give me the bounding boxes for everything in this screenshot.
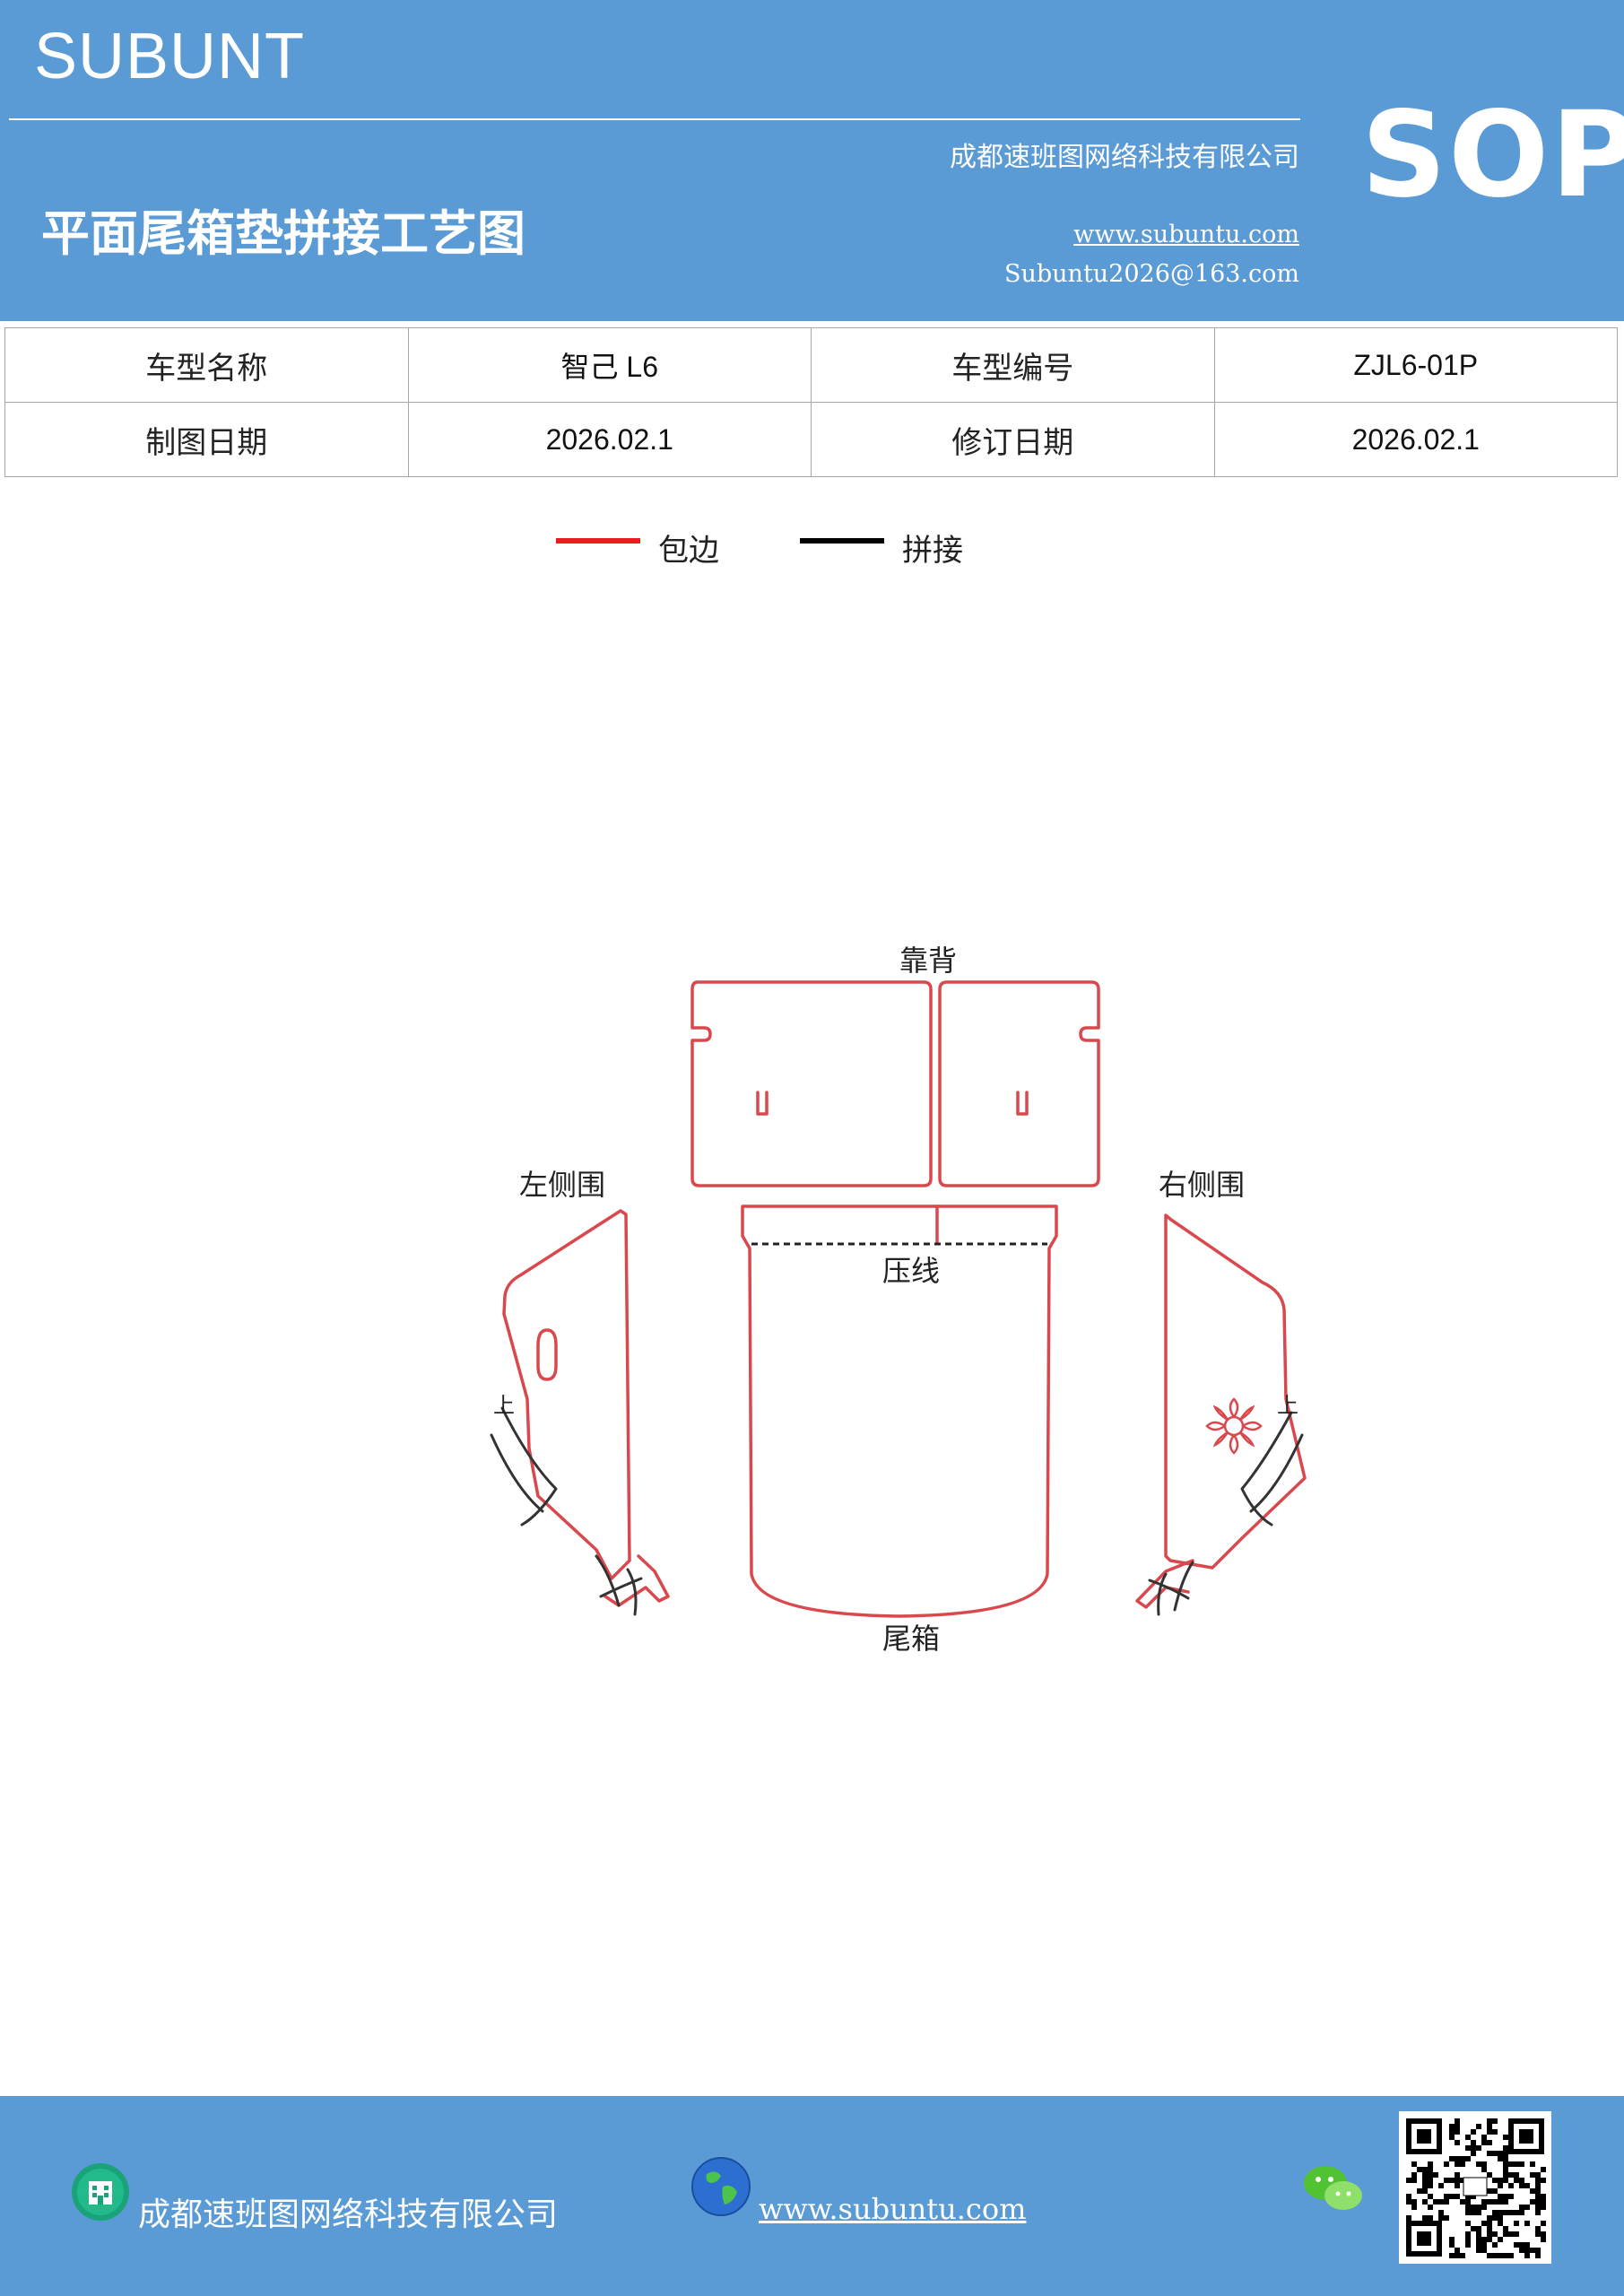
- vehicle-info-table: 车型名称 智己 L6 车型编号 ZJL6-01P 制图日期 2026.02.1 …: [4, 327, 1618, 477]
- flower-emblem-icon: [1205, 1397, 1263, 1455]
- legend-swatch-binding: [556, 538, 640, 544]
- label-revision-date: 修订日期: [811, 402, 1215, 477]
- label-drawing-date: 制图日期: [4, 402, 409, 477]
- backrest-left-slot: [756, 1091, 769, 1116]
- building-icon: [70, 2161, 131, 2226]
- label-left-side: 左侧围: [519, 1168, 605, 1202]
- table-row: 车型名称 智己 L6 车型编号 ZJL6-01P: [4, 327, 1618, 403]
- right-seam-curve-2: [1249, 1433, 1304, 1513]
- label-right-up-mark: 上: [1277, 1393, 1298, 1418]
- header-banner: SUBUNT 成都速班图网络科技有限公司 平面尾箱垫拼接工艺图 www.subu…: [0, 0, 1624, 321]
- label-left-up-mark: 上: [493, 1393, 515, 1418]
- right-side-panel: [1164, 1213, 1307, 1570]
- right-side-tab: [1135, 1559, 1194, 1609]
- left-seam-bottom: [595, 1554, 643, 1616]
- label-right-side: 右侧围: [1159, 1168, 1245, 1202]
- table-row: 制图日期 2026.02.1 修订日期 2026.02.1: [4, 402, 1618, 477]
- label-model-name: 车型名称: [4, 327, 409, 403]
- document-title: 平面尾箱垫拼接工艺图: [41, 205, 525, 262]
- trunk-panel: [741, 1205, 1058, 1618]
- company-name: 成都速班图网络科技有限公司: [950, 142, 1299, 173]
- qr-code[interactable]: [1399, 2111, 1551, 2264]
- sop-badge: SOP: [1361, 86, 1624, 224]
- left-side-panel: [502, 1209, 631, 1580]
- brand-name: SUBUNT: [34, 21, 306, 92]
- footer-website-link[interactable]: www.subuntu.com: [759, 2192, 1027, 2226]
- right-seam-bottom: [1148, 1561, 1194, 1616]
- label-model-code: 车型编号: [811, 327, 1215, 403]
- value-revision-date: 2026.02.1: [1213, 402, 1618, 477]
- header-divider: [9, 118, 1300, 120]
- backrest-right-slot: [1016, 1091, 1029, 1116]
- wechat-icon[interactable]: [1302, 2161, 1365, 2219]
- label-crease: 压线: [882, 1254, 940, 1288]
- globe-icon: [690, 2156, 751, 2221]
- value-model-code: ZJL6-01P: [1213, 327, 1618, 403]
- right-seam-curve: [1240, 1411, 1293, 1526]
- legend-label-binding: 包边: [658, 533, 719, 569]
- website-link[interactable]: www.subuntu.com: [1073, 221, 1299, 248]
- value-model-name: 智己 L6: [407, 327, 812, 403]
- backrest-right-panel: [938, 980, 1100, 1187]
- legend-label-seam: 拼接: [902, 533, 963, 569]
- legend-swatch-seam: [800, 538, 884, 544]
- label-backrest: 靠背: [899, 944, 957, 978]
- value-drawing-date: 2026.02.1: [407, 402, 812, 477]
- email-address: Subuntu2026@163.com: [1004, 260, 1299, 288]
- left-seam-curve-2: [490, 1433, 544, 1513]
- left-side-cutout: [536, 1328, 558, 1381]
- label-trunk: 尾箱: [882, 1622, 940, 1656]
- left-seam-curve: [500, 1406, 558, 1526]
- backrest-left-panel: [690, 980, 933, 1187]
- footer-company-name: 成都速班图网络科技有限公司: [138, 2196, 559, 2233]
